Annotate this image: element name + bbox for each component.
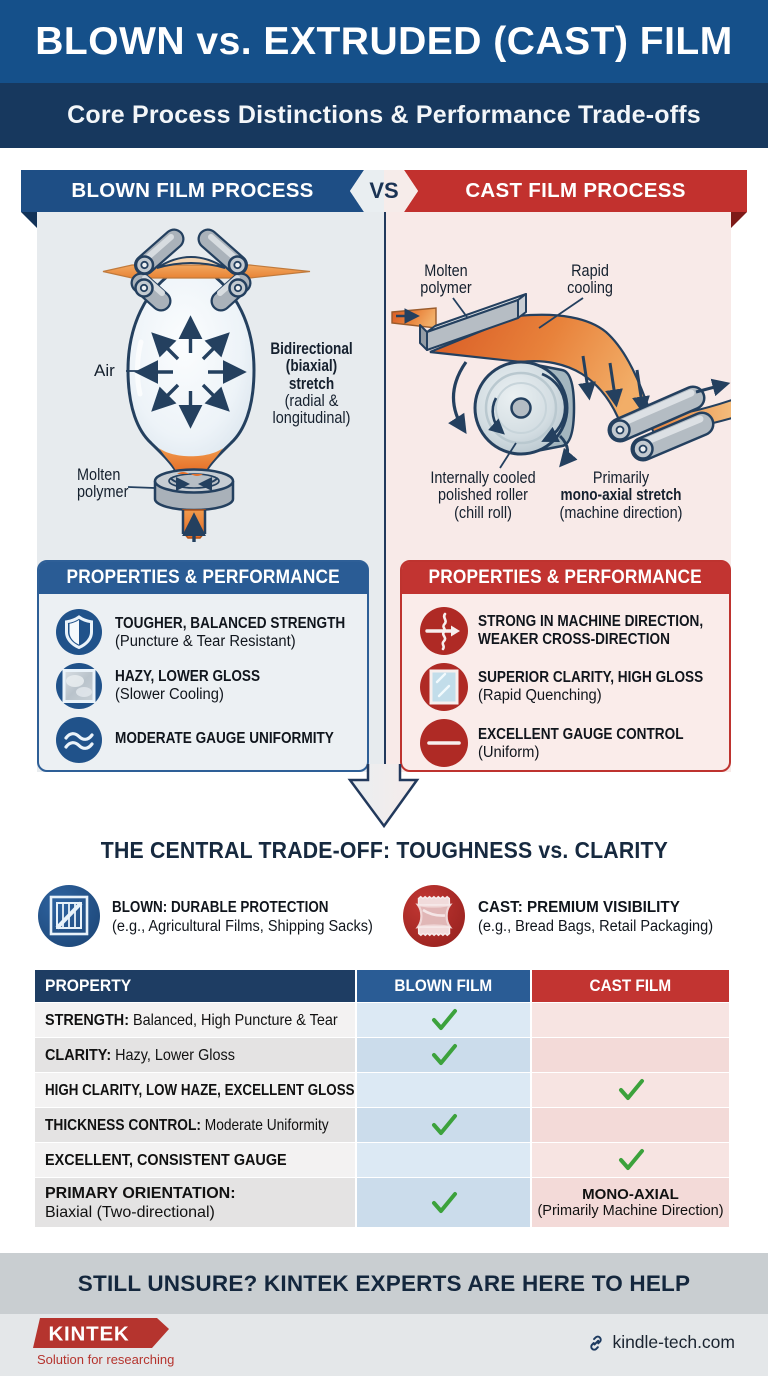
svg-text:KINTEK: KINTEK: [48, 1323, 129, 1346]
